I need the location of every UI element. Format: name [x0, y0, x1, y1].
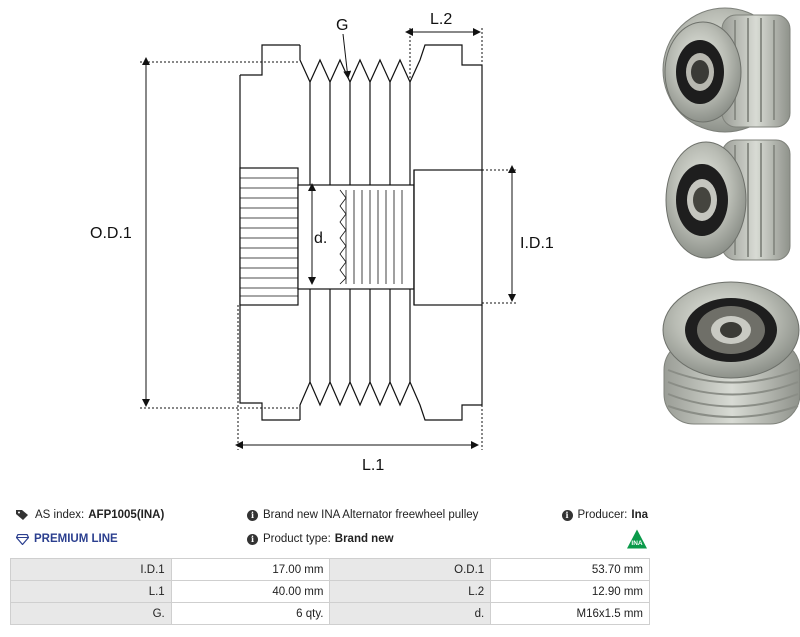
- table-row: G. 6 qty. d. M16x1.5 mm: [10, 602, 650, 625]
- spec-label: G.: [10, 602, 172, 625]
- label-id1: I.D.1: [520, 235, 554, 252]
- info-row-1: AS index: AFP1005(INA) i Brand new INA A…: [12, 506, 650, 524]
- table-row: I.D.1 17.00 mm O.D.1 53.70 mm: [10, 558, 650, 581]
- product-type-label: Product type:: [263, 533, 331, 545]
- label-g: G: [336, 17, 348, 34]
- premium-line-label: PREMIUM LINE: [34, 533, 118, 545]
- spline-hatch: [240, 177, 298, 297]
- product-photo-1: [662, 7, 791, 133]
- spec-label: L.2: [329, 580, 492, 603]
- product-photo-3: [662, 281, 800, 425]
- tags-icon: [16, 510, 28, 520]
- info-icon: i: [561, 509, 573, 521]
- ina-logo-icon: INA: [627, 529, 647, 549]
- technical-drawing: G L.2 O.D.1 d. I.D.1 L.1: [90, 7, 800, 474]
- label-l2: L.2: [430, 11, 452, 28]
- info-icon: i: [247, 533, 258, 545]
- spec-value: 12.90 mm: [490, 580, 650, 603]
- product-type-value: Brand new: [334, 533, 394, 545]
- spec-value: 53.70 mm: [490, 558, 650, 581]
- spec-value: 17.00 mm: [170, 558, 331, 581]
- spec-label: d.: [329, 602, 492, 625]
- spec-value: M16x1.5 mm: [490, 602, 650, 625]
- spec-value: 40.00 mm: [170, 580, 331, 603]
- dimension-lines: [140, 28, 518, 450]
- as-index-value: AFP1005(INA): [88, 509, 165, 521]
- brand-logo: INA: [626, 529, 648, 549]
- producer-label: Producer:: [577, 509, 628, 521]
- premium-line-badge: PREMIUM LINE: [16, 530, 118, 548]
- producer-value: Ina: [631, 509, 648, 521]
- info-icon: i: [247, 509, 258, 521]
- label-d: d.: [314, 230, 327, 247]
- producer: i Producer: Ina: [561, 506, 648, 524]
- thread-hatch: [339, 189, 403, 285]
- spec-label: I.D.1: [10, 558, 172, 581]
- table-row: L.1 40.00 mm L.2 12.90 mm: [10, 580, 650, 603]
- as-index: AS index: AFP1005(INA): [16, 506, 164, 524]
- spec-value: 6 qty.: [170, 602, 331, 625]
- pulley-outline: [239, 44, 483, 421]
- as-index-label: AS index:: [35, 509, 85, 521]
- spec-label: O.D.1: [329, 558, 492, 581]
- label-l1: L.1: [362, 457, 384, 474]
- product-type: i Product type: Brand new: [247, 530, 394, 548]
- label-od1: O.D.1: [90, 225, 132, 242]
- spec-label: L.1: [10, 580, 172, 603]
- description-text: Brand new INA Alternator freewheel pulle…: [263, 509, 479, 521]
- diamond-icon: [16, 533, 29, 545]
- description: i Brand new INA Alternator freewheel pul…: [247, 506, 478, 524]
- info-row-2: PREMIUM LINE i Product type: Brand new I…: [12, 529, 650, 549]
- specs-table: I.D.1 17.00 mm O.D.1 53.70 mm L.1 40.00 …: [10, 558, 650, 625]
- product-photo-2: [665, 139, 791, 261]
- svg-text:INA: INA: [631, 540, 643, 547]
